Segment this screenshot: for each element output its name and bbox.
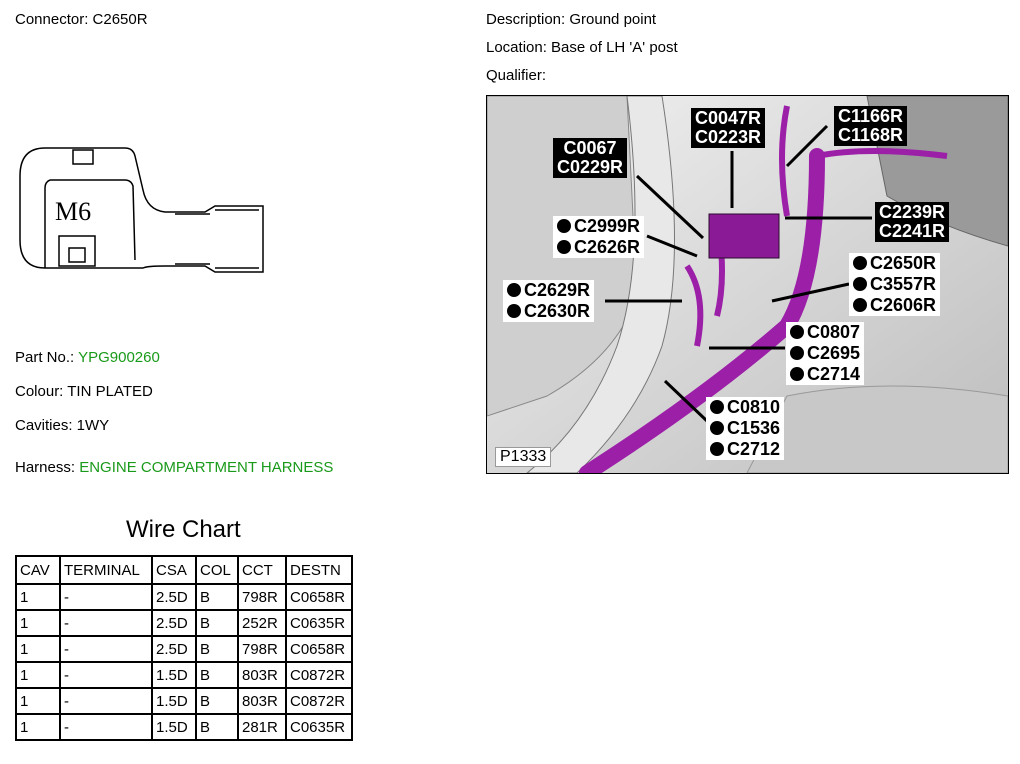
cell-terminal: - — [59, 609, 153, 637]
connector-drawing: M6 — [19, 147, 264, 273]
photo-reference-code: P1333 — [495, 447, 552, 467]
cell-destn: C0872R — [285, 687, 353, 715]
bullet-icon — [710, 421, 724, 435]
bullet-icon — [557, 240, 571, 254]
cell-terminal: - — [59, 635, 153, 663]
cell-col: B — [195, 713, 239, 741]
bullet-icon — [710, 442, 724, 456]
cell-csa: 1.5D — [151, 713, 197, 741]
cell-cct: 798R — [237, 583, 287, 611]
bullet-icon — [790, 367, 804, 381]
part-no-link[interactable]: YPG900260 — [78, 349, 160, 366]
cell-terminal: - — [59, 713, 153, 741]
table-header-row: CAV TERMINAL CSA COL CCT DESTN — [15, 555, 353, 585]
pointer-arrows — [605, 124, 872, 423]
table-row: 1 - 2.5D B 252R C0635R — [15, 609, 353, 637]
cell-cav: 1 — [15, 609, 61, 637]
harness: Harness: ENGINE COMPARTMENT HARNESS — [15, 459, 333, 476]
bullet-icon — [790, 346, 804, 360]
bullet-icon — [853, 256, 867, 270]
bullet-icon — [853, 298, 867, 312]
table-row: 1 - 1.5D B 803R C0872R — [15, 661, 353, 689]
bullet-icon — [853, 277, 867, 291]
cell-destn: C0635R — [285, 713, 353, 741]
cell-terminal: - — [59, 687, 153, 715]
bullet-icon — [507, 283, 521, 297]
harness-link[interactable]: ENGINE COMPARTMENT HARNESS — [79, 459, 334, 476]
cell-cav: 1 — [15, 687, 61, 715]
bullet-icon — [710, 400, 724, 414]
cell-terminal: - — [59, 583, 153, 611]
cell-csa: 2.5D — [151, 583, 197, 611]
cell-destn: C0872R — [285, 661, 353, 689]
col-csa: CSA — [151, 555, 197, 585]
cell-cav: 1 — [15, 661, 61, 689]
cell-csa: 2.5D — [151, 635, 197, 663]
callout-c2999r: C2999R C2626R — [553, 216, 645, 258]
harness-label: Harness: — [15, 459, 76, 476]
callout-c0807: C0807 C2695 C2714 — [786, 322, 865, 385]
cell-col: B — [195, 661, 239, 689]
bullet-icon — [557, 219, 571, 233]
cell-col: B — [195, 583, 239, 611]
callout-c0047r: C0047R C0223R — [691, 108, 766, 148]
cell-cav: 1 — [15, 583, 61, 611]
callout-c0067: C0067 C0229R — [553, 138, 628, 178]
col-col: COL — [195, 555, 239, 585]
table-row: 1 - 2.5D B 798R C0658R — [15, 583, 353, 611]
cell-col: B — [195, 687, 239, 715]
table-row: 1 - 1.5D B 281R C0635R — [15, 713, 353, 741]
cell-cct: 803R — [237, 687, 287, 715]
cell-csa: 2.5D — [151, 609, 197, 637]
cell-cct: 281R — [237, 713, 287, 741]
cell-cct: 803R — [237, 661, 287, 689]
cell-cav: 1 — [15, 635, 61, 663]
connector-title: Connector: C2650R — [15, 11, 148, 28]
bullet-icon — [507, 304, 521, 318]
cell-col: B — [195, 635, 239, 663]
col-cct: CCT — [237, 555, 287, 585]
cell-cct: 252R — [237, 609, 287, 637]
connector-size-label: M6 — [55, 197, 91, 226]
qualifier-text: Qualifier: — [486, 67, 547, 84]
table-row: 1 - 1.5D B 803R C0872R — [15, 687, 353, 715]
wire-chart-table: CAV TERMINAL CSA COL CCT DESTN 1 - 2.5D … — [15, 555, 353, 741]
callout-c2629r: C2629R C2630R — [503, 280, 595, 322]
col-cav: CAV — [15, 555, 61, 585]
callout-c0810: C0810 C1536 C2712 — [706, 397, 785, 460]
part-no-label: Part No.: — [15, 349, 75, 366]
colour-text: Colour: TIN PLATED — [15, 383, 153, 400]
bullet-icon — [790, 325, 804, 339]
cell-destn: C0635R — [285, 609, 353, 637]
description-text: Description: Ground point — [486, 11, 657, 28]
table-row: 1 - 2.5D B 798R C0658R — [15, 635, 353, 663]
cell-destn: C0658R — [285, 635, 353, 663]
location-image: C0067 C0229R C0047R C0223R C1166R C1168R… — [486, 95, 1009, 474]
callout-c2239r: C2239R C2241R — [875, 202, 950, 242]
cell-csa: 1.5D — [151, 687, 197, 715]
col-terminal: TERMINAL — [59, 555, 153, 585]
cell-cav: 1 — [15, 713, 61, 741]
wire-chart-title: Wire Chart — [126, 516, 241, 543]
cell-col: B — [195, 609, 239, 637]
part-no: Part No.: YPG900260 — [15, 349, 160, 366]
cell-cct: 798R — [237, 635, 287, 663]
location-text: Location: Base of LH 'A' post — [486, 39, 678, 56]
cell-csa: 1.5D — [151, 661, 197, 689]
cavities-text: Cavities: 1WY — [15, 417, 110, 434]
cell-destn: C0658R — [285, 583, 353, 611]
cell-terminal: - — [59, 661, 153, 689]
col-destn: DESTN — [285, 555, 353, 585]
callout-c2650r: C2650R C3557R C2606R — [849, 253, 941, 316]
callout-c1166r: C1166R C1168R — [834, 106, 908, 146]
